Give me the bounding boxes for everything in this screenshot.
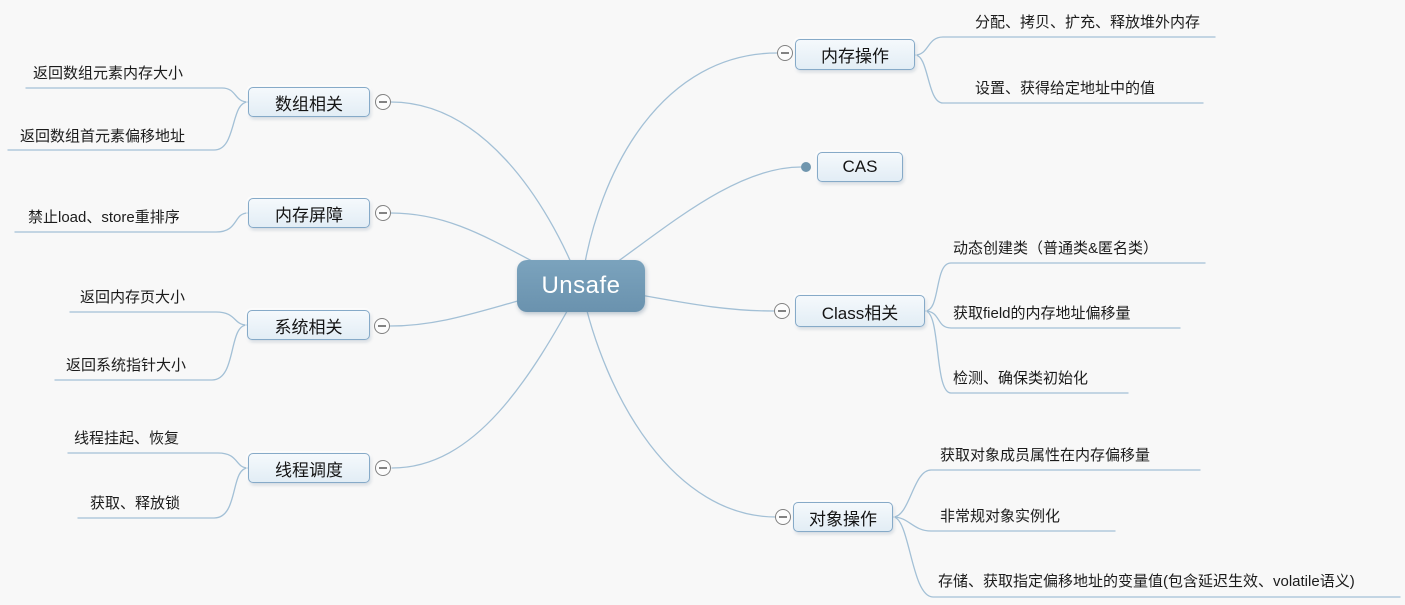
connector-class-related-child-2 — [924, 310, 1129, 394]
connector-root-to-thread-scheduling — [391, 285, 582, 469]
subtopic-allocate-instance[interactable]: 非常规对象实例化 — [940, 508, 1061, 525]
connector-class-related-child-0 — [924, 262, 1206, 312]
connector-memory-ops-child-1 — [914, 54, 1204, 104]
connector-memory-ops-child-0 — [914, 36, 1216, 56]
collapse-icon-memory-ops[interactable] — [777, 45, 793, 61]
connector-root-to-array-related — [390, 101, 582, 287]
subtopic-array-first-element-offset[interactable]: 返回数组首元素偏移地址 — [20, 128, 186, 145]
connector-system-related-child-0 — [69, 311, 248, 326]
connector-class-related-child-1 — [924, 310, 1181, 329]
subtopic-system-pointer-size[interactable]: 返回系统指针大小 — [66, 357, 187, 374]
topic-array-related[interactable]: 数组相关 — [248, 87, 370, 117]
connector-thread-scheduling-child-1 — [77, 467, 249, 519]
subtopic-acquire-release-lock[interactable]: 获取、释放锁 — [90, 495, 181, 512]
connector-root-to-object-ops — [580, 285, 777, 518]
subtopic-alloc-copy-resize-free-offheap[interactable]: 分配、拷贝、扩充、释放堆外内存 — [975, 14, 1201, 31]
topic-system-related[interactable]: 系统相关 — [247, 310, 370, 340]
topic-cas[interactable]: CAS — [817, 152, 903, 182]
root-topic-unsafe[interactable]: Unsafe — [517, 260, 645, 312]
subtopic-memory-page-size[interactable]: 返回内存页大小 — [80, 289, 186, 306]
connector-thread-scheduling-child-0 — [67, 452, 249, 469]
subtopic-field-memory-offset[interactable]: 获取field的内存地址偏移量 — [953, 305, 1131, 322]
subtopic-forbid-load-store-reorder[interactable]: 禁止load、store重排序 — [28, 209, 180, 226]
subtopic-get-put-address-value[interactable]: 设置、获得给定地址中的值 — [975, 80, 1156, 97]
subtopic-ensure-class-init[interactable]: 检测、确保类初始化 — [953, 370, 1089, 387]
connector-object-ops-child-1 — [892, 516, 1116, 532]
collapse-icon-system-related[interactable] — [374, 318, 390, 334]
topic-class-related[interactable]: Class相关 — [795, 295, 925, 327]
collapse-icon-class-related[interactable] — [774, 303, 790, 319]
connector-root-to-memory-ops — [580, 52, 778, 287]
topic-memory-ops[interactable]: 内存操作 — [795, 39, 915, 70]
subtopic-thread-park-unpark[interactable]: 线程挂起、恢复 — [74, 430, 180, 447]
collapse-icon-memory-barrier[interactable] — [375, 205, 391, 221]
connector-object-ops-child-0 — [892, 469, 1201, 518]
topic-memory-barrier[interactable]: 内存屏障 — [248, 198, 370, 228]
topic-thread-scheduling[interactable]: 线程调度 — [248, 453, 370, 483]
collapse-icon-thread-scheduling[interactable] — [375, 460, 391, 476]
collapse-icon-object-ops[interactable] — [775, 509, 791, 525]
topic-object-ops[interactable]: 对象操作 — [793, 502, 893, 532]
connector-array-related-child-0 — [25, 87, 249, 103]
connector-array-related-child-1 — [7, 101, 249, 151]
connector-object-ops-child-2 — [892, 516, 1401, 598]
subtopic-dynamic-create-class[interactable]: 动态创建类（普通类&匿名类） — [953, 240, 1159, 257]
collapse-icon-array-related[interactable] — [375, 94, 391, 110]
subtopic-put-get-offset-variable-value[interactable]: 存储、获取指定偏移地址的变量值(包含延迟生效、volatile语义) — [938, 573, 1355, 590]
connector-system-related-child-1 — [54, 324, 248, 381]
connector-memory-barrier-child-0 — [14, 212, 249, 233]
subtopic-object-member-offset[interactable]: 获取对象成员属性在内存偏移量 — [940, 447, 1151, 464]
cas-endpoint-dot-icon — [801, 162, 811, 172]
subtopic-array-element-memory-size[interactable]: 返回数组元素内存大小 — [33, 65, 184, 82]
